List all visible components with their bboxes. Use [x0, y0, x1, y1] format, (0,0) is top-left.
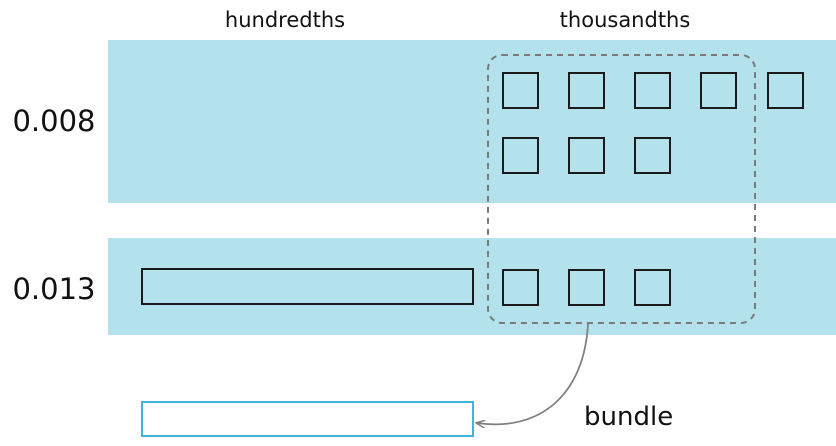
thousandth-cube	[634, 137, 671, 174]
hundredth-rod	[141, 268, 474, 305]
thousandth-cube	[568, 269, 605, 306]
bundled-hundredth-rod	[141, 401, 474, 437]
thousandth-cube	[634, 269, 671, 306]
bundle-arrow	[477, 323, 589, 424]
row-value-0-013: 0.013	[12, 272, 96, 306]
thousandth-cube	[767, 72, 804, 109]
row-value-0-008: 0.008	[12, 104, 96, 138]
header-thousandths: thousandths	[559, 8, 691, 32]
thousandth-cube	[502, 137, 539, 174]
bundle-label: bundle	[584, 402, 674, 432]
row-band-0-008	[108, 40, 836, 203]
thousandth-cube	[700, 72, 737, 109]
thousandth-cube	[634, 72, 671, 109]
header-hundredths: hundredths	[224, 8, 346, 32]
thousandth-cube	[502, 269, 539, 306]
thousandth-cube	[568, 137, 605, 174]
thousandth-cube	[568, 72, 605, 109]
thousandth-cube	[502, 72, 539, 109]
